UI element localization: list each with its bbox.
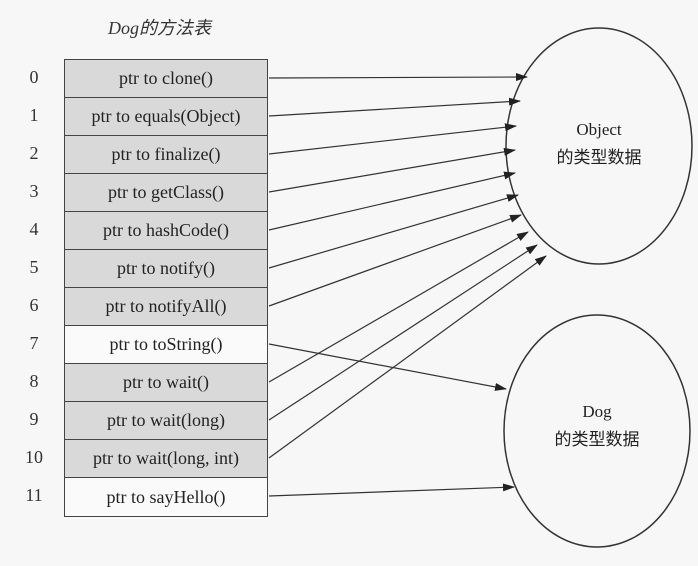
object-type-data-node: [505, 27, 693, 265]
object-node-label: Object 的类型数据: [539, 116, 659, 172]
row-index: 6: [29, 295, 39, 315]
row-index: 10: [25, 447, 43, 467]
pointer-arrow-dog: [268, 343, 507, 391]
method-table-row: ptr to wait(long, int): [65, 440, 267, 478]
row-index: 4: [29, 219, 39, 239]
method-table-title: Dog的方法表: [108, 18, 211, 38]
method-table-row: ptr to toString(): [65, 326, 267, 364]
row-index: 8: [29, 371, 39, 391]
pointer-arrow-object: [268, 147, 516, 193]
row-index: 7: [29, 333, 39, 353]
pointer-arrow-object: [268, 244, 538, 421]
pointer-arrow-object: [268, 171, 516, 231]
row-index: 9: [29, 409, 39, 429]
row-index: 3: [29, 181, 39, 201]
row-index: 2: [29, 143, 39, 163]
dog-node-subtitle: 的类型数据: [554, 430, 640, 449]
pointer-arrow-object: [268, 97, 521, 117]
pointer-arrow-dog: [268, 483, 515, 497]
method-table-row: ptr to equals(Object): [65, 98, 267, 136]
method-table-row: ptr to finalize(): [65, 136, 267, 174]
method-table-row: ptr to clone(): [65, 60, 267, 98]
row-index: 0: [29, 67, 39, 87]
method-table-row: ptr to wait(long): [65, 402, 267, 440]
pointer-arrow-object: [268, 194, 519, 269]
dog-type-data-node: [503, 314, 691, 548]
method-table: ptr to clone()ptr to equals(Object)ptr t…: [64, 59, 268, 517]
pointer-arrow-object: [268, 255, 547, 459]
row-index: 5: [29, 257, 39, 277]
object-node-name: Object: [576, 120, 622, 139]
pointer-arrow-object: [268, 214, 522, 307]
method-table-row: ptr to hashCode(): [65, 212, 267, 250]
method-table-row: ptr to getClass(): [65, 174, 267, 212]
method-table-row: ptr to wait(): [65, 364, 267, 402]
row-index: 11: [25, 485, 43, 505]
object-node-subtitle: 的类型数据: [556, 148, 642, 167]
pointer-arrow-object: [268, 123, 517, 155]
dog-node-label: Dog 的类型数据: [537, 398, 657, 454]
row-index: 1: [29, 105, 39, 125]
method-table-row: ptr to notify(): [65, 250, 267, 288]
dog-node-name: Dog: [582, 402, 612, 421]
method-table-row: ptr to notifyAll(): [65, 288, 267, 326]
pointer-arrow-object: [268, 231, 529, 383]
pointer-arrow-object: [268, 73, 528, 82]
method-table-row: ptr to sayHello(): [65, 478, 267, 516]
